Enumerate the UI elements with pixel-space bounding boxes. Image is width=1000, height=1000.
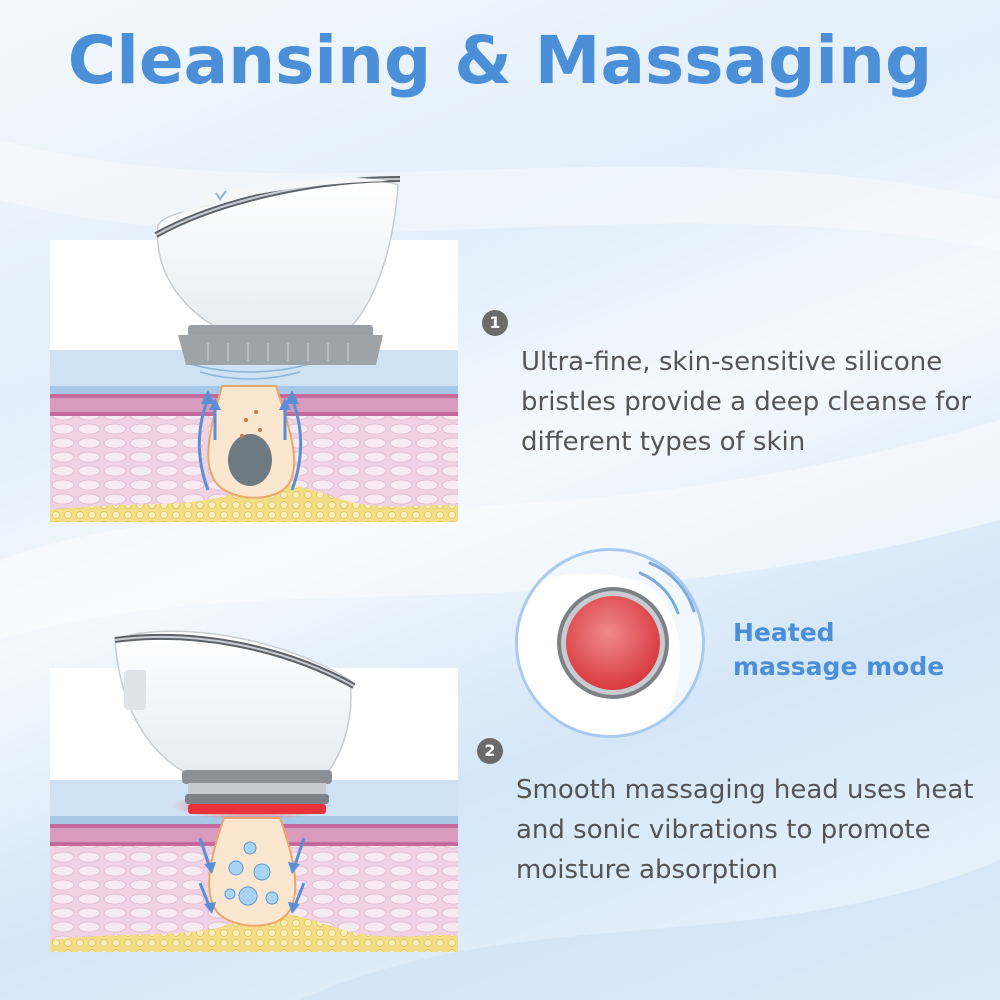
step-number-2: 2 xyxy=(477,738,503,764)
heated-line-1: Heated xyxy=(733,618,835,647)
cleansing-brush-device xyxy=(154,176,401,365)
massage-head-device xyxy=(114,630,356,814)
heated-mode-label: Heated massage mode xyxy=(733,616,944,684)
page-title: Cleansing & Massaging xyxy=(67,22,933,99)
step-number-1: 1 xyxy=(482,310,508,336)
heated-head-closeup xyxy=(515,548,705,738)
heated-line-2: massage mode xyxy=(733,652,945,681)
step-2-description: Smooth massaging head uses heat and soni… xyxy=(516,775,974,885)
step-1-description: Ultra-fine, skin-sensitive silicone bris… xyxy=(521,347,972,457)
